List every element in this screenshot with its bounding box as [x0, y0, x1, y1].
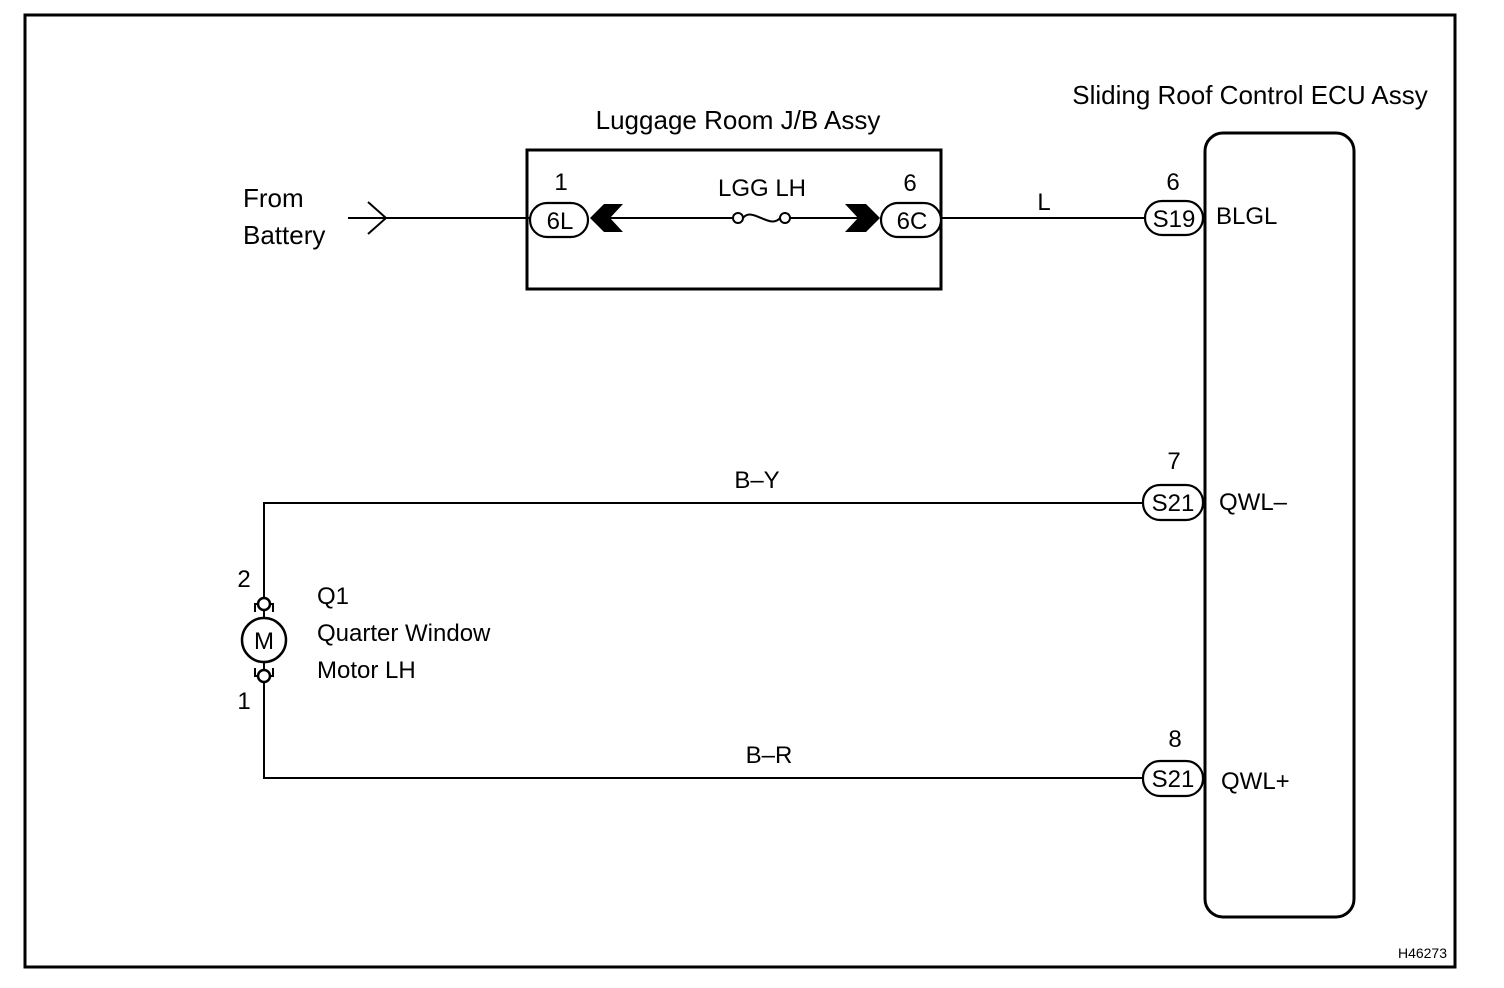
wire-l-label: L	[1037, 189, 1050, 216]
jb-left-connector	[528, 201, 590, 239]
ecu-terminal-blgl: BLGL	[1216, 203, 1277, 230]
ecu-connector-s21-upper-label: S21	[1152, 490, 1195, 517]
wire-b-r-label: B–R	[746, 742, 793, 769]
jb-left-pin-number: 1	[554, 169, 567, 196]
fuse-label: LGG LH	[718, 175, 806, 202]
ecu-box	[1203, 131, 1356, 919]
ecu-title: Sliding Roof Control ECU Assy	[1072, 80, 1427, 110]
jb-right-connector-label: 6C	[897, 208, 928, 235]
diagram-id-label: H46273	[1398, 945, 1447, 961]
wire-b-r	[263, 680, 1143, 779]
source-label-from: From	[243, 183, 304, 213]
diagram-frame	[23, 13, 1457, 969]
ecu-pin-8: 8	[1168, 726, 1181, 753]
wire-b-y-label: B–Y	[734, 467, 779, 494]
motor-name-line1: Quarter Window	[317, 620, 491, 647]
ecu-terminal-qwl-plus: QWL+	[1221, 768, 1290, 795]
jb-left-terminal-icon	[590, 204, 623, 232]
ecu-pin-6: 6	[1166, 169, 1179, 196]
ecu-pin-7: 7	[1167, 448, 1180, 475]
ecu-terminal-qwl-minus: QWL–	[1219, 489, 1288, 516]
motor-icon	[240, 596, 288, 684]
ecu-connector-s19-label: S19	[1153, 206, 1196, 233]
battery-arrow-icon	[348, 201, 388, 235]
junction-block-title: Luggage Room J/B Assy	[596, 105, 881, 135]
motor-symbol-label: M	[254, 628, 274, 655]
jb-left-connector-label: 6L	[547, 208, 574, 235]
jb-right-pin-number: 6	[903, 170, 916, 197]
motor-name-line2: Motor LH	[317, 657, 416, 684]
ecu-connector-s19	[1143, 199, 1205, 237]
fuse-icon	[732, 212, 791, 224]
ecu-connector-s21-lower-label: S21	[1152, 766, 1195, 793]
jb-right-connector	[879, 201, 943, 239]
jb-right-terminal-icon	[845, 204, 880, 232]
motor-id: Q1	[317, 583, 349, 610]
wire-b-y	[263, 502, 1143, 598]
motor-pin-2: 2	[237, 566, 250, 593]
motor-pin-1: 1	[237, 688, 250, 715]
source-label-battery: Battery	[243, 220, 325, 250]
